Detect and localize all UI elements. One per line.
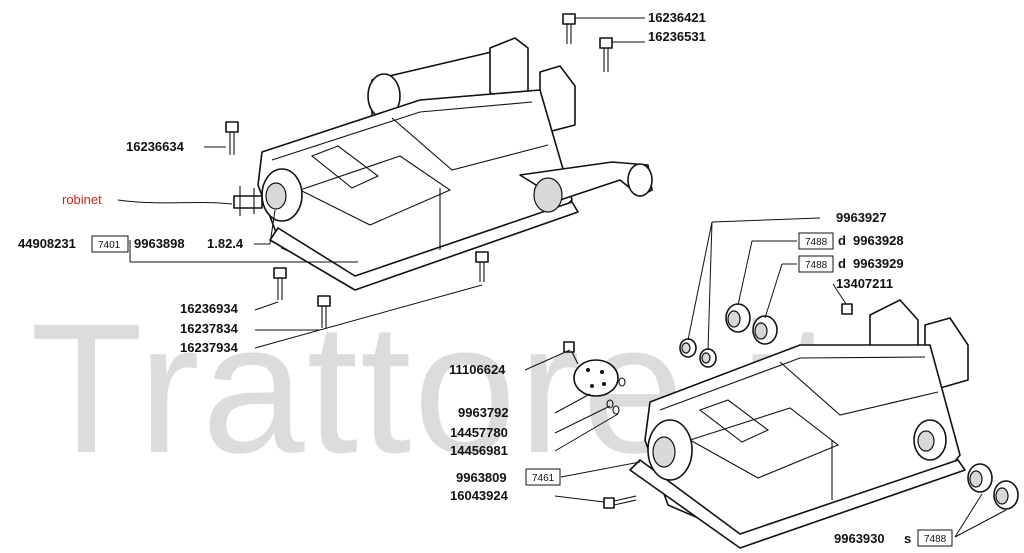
bolt-16236531	[599, 37, 613, 72]
ref-box-7461	[525, 468, 561, 486]
fitting-13407211	[841, 303, 853, 315]
ref-box-7488-c-text: 7488	[924, 534, 947, 545]
label-1-82-4: 1.82.4	[207, 236, 244, 251]
leader-lines	[117, 17, 1007, 538]
bolt-16236634	[225, 121, 239, 155]
bushing-9963929	[752, 315, 778, 345]
annotation-robinet: robinet	[62, 192, 102, 207]
upper-lift-housing	[233, 37, 653, 291]
bolt-16237934	[475, 251, 489, 282]
label-16237934: 16237934	[180, 340, 239, 355]
label-11106624: 11106624	[449, 362, 506, 377]
label-16237834: 16237834	[180, 321, 239, 336]
ref-box-7488-a-text: 7488	[805, 237, 828, 248]
bolt-16236934	[273, 267, 287, 300]
ref-box-7488-b	[798, 255, 834, 273]
bushing-9963928	[725, 303, 751, 333]
label-16236531: 16236531	[648, 29, 706, 44]
ring-9963927-a	[679, 338, 697, 358]
ref-box-7461-text: 7461	[532, 473, 555, 484]
label-14456981: 14456981	[450, 443, 508, 458]
bolt-16043924	[603, 495, 637, 509]
label-9963927: 9963927	[836, 210, 887, 225]
label-d-2: d	[838, 256, 846, 271]
orings-14457780-14456981	[606, 377, 626, 415]
label-16043924: 16043924	[450, 488, 509, 503]
bushing-9963930-b	[993, 480, 1019, 510]
label-16236634: 16236634	[126, 139, 185, 154]
label-9963809: 9963809	[456, 470, 507, 485]
label-16236934: 16236934	[180, 301, 239, 316]
ref-box-7488-a	[798, 232, 834, 250]
label-d-1: d	[838, 233, 846, 248]
label-9963929: 9963929	[853, 256, 904, 271]
cover-plate-9963792	[573, 359, 619, 397]
ring-9963927-b	[699, 348, 717, 368]
screw-11106624	[563, 341, 579, 365]
bolt-16237834	[317, 295, 331, 328]
label-9963930: 9963930	[834, 531, 885, 546]
ref-box-7401-text: 7401	[98, 240, 121, 251]
label-16236421: 16236421	[648, 10, 706, 25]
label-13407211: 13407211	[836, 276, 893, 291]
label-9963928: 9963928	[853, 233, 904, 248]
label-44908231: 44908231	[18, 236, 76, 251]
lower-lift-housing	[629, 299, 969, 549]
ref-box-7488-c	[917, 529, 953, 547]
label-9963792: 9963792	[458, 405, 509, 420]
label-9963898: 9963898	[134, 236, 185, 251]
ref-box-7488-b-text: 7488	[805, 260, 828, 271]
bushing-9963930-a	[967, 463, 993, 493]
bolt-16236421	[562, 13, 576, 44]
label-s: s	[904, 531, 911, 546]
ref-box-7401	[91, 235, 129, 253]
label-14457780: 14457780	[450, 425, 508, 440]
